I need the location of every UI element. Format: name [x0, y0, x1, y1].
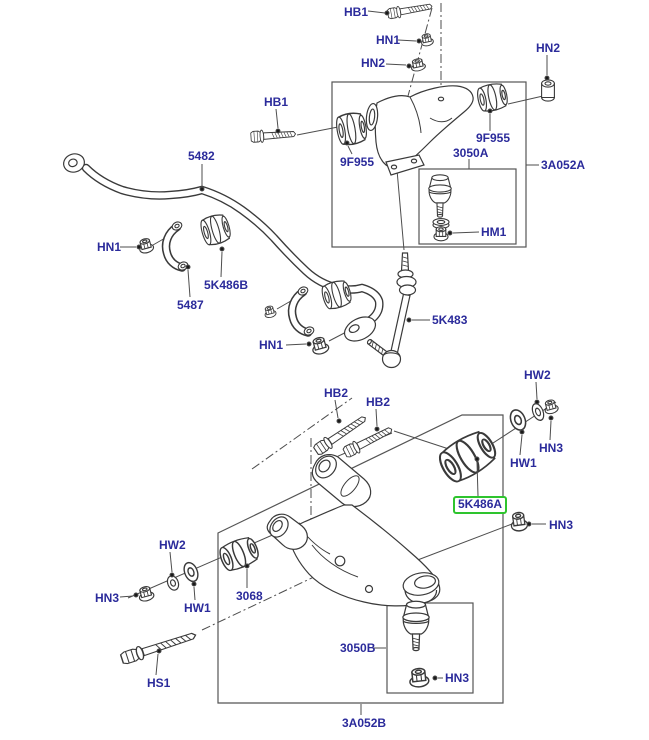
part-label-hn1-top[interactable]: HN1: [376, 33, 401, 47]
part-label-p5k483[interactable]: 5K483: [432, 313, 468, 327]
nut-hn1-top-drawing: [419, 32, 435, 48]
part-label-p9f955-left[interactable]: 9F955: [340, 155, 375, 169]
part-label-p5k486a[interactable]: 5K486A: [453, 496, 508, 514]
nut-hn1-mid-drawing: [309, 335, 331, 357]
part-label-p3a052b[interactable]: 3A052B: [342, 716, 387, 730]
part-label-hb1-left[interactable]: HB1: [264, 95, 289, 109]
part-label-hb2-a[interactable]: HB2: [324, 386, 349, 400]
box-3050b: [386, 602, 474, 694]
part-label-p3068[interactable]: 3068: [236, 589, 263, 603]
part-label-hw1-left[interactable]: HW1: [184, 601, 211, 615]
part-label-p5482[interactable]: 5482: [188, 149, 215, 163]
stabilizer-bar-drawing: [63, 153, 384, 326]
clamp-mid-drawing: [287, 286, 315, 337]
assembly-boxes: [217, 81, 527, 704]
bushing-5k486b-drawing: [197, 211, 234, 248]
part-label-hn2-top-left[interactable]: HN2: [361, 56, 386, 70]
part-label-p3a052a[interactable]: 3A052A: [541, 158, 586, 172]
washer-hw2-right-drawing: [529, 401, 547, 423]
bushing-9f955-right-drawing: [475, 80, 510, 114]
nut-hm1-drawing: [433, 226, 449, 242]
bushing-5k486a-drawing: [433, 425, 502, 488]
ball-joint-3050a-drawing: [428, 174, 452, 218]
clamp-5487-drawing: [161, 221, 189, 272]
part-label-hw2-right[interactable]: HW2: [524, 368, 551, 382]
bushing-9f955-left-drawing: [333, 110, 370, 148]
bolt-hb1-top-drawing: [386, 0, 434, 21]
nut-clamp-mid-drawing: [262, 304, 278, 320]
part-label-hn2-right[interactable]: HN2: [536, 41, 561, 55]
part-label-p9f955-right[interactable]: 9F955: [476, 131, 511, 145]
nut-hn2-left-drawing: [409, 56, 427, 73]
drop-link-drawing: [343, 252, 417, 369]
nut-hn3-right-top-drawing: [542, 398, 560, 416]
leader-lines: [119, 10, 554, 715]
part-label-p5487[interactable]: 5487: [177, 298, 204, 312]
part-label-hb1-top[interactable]: HB1: [344, 5, 369, 19]
part-label-hw2-left[interactable]: HW2: [159, 538, 186, 552]
part-label-hn1-mid[interactable]: HN1: [259, 338, 284, 352]
washer-hw1-right-drawing: [506, 406, 530, 434]
part-label-hn3-bottom[interactable]: HN3: [445, 671, 470, 685]
part-label-hm1[interactable]: HM1: [481, 225, 507, 239]
part-label-p5k486b[interactable]: 5K486B: [204, 278, 249, 292]
part-label-hn1-left[interactable]: HN1: [97, 240, 122, 254]
part-label-hb2-b[interactable]: HB2: [366, 395, 391, 409]
bolt-hb2-a-drawing: [311, 411, 370, 457]
box-3a052b: [217, 414, 504, 704]
nut-hn3-bottom-drawing: [407, 666, 431, 689]
bolt-hb1-left-drawing: [250, 127, 297, 144]
part-label-p3050b[interactable]: 3050B: [340, 641, 376, 655]
bolt-hs1-drawing: [119, 627, 199, 667]
bushing-3068-drawing: [216, 533, 263, 575]
nut-hn2-right-drawing: [541, 79, 555, 102]
upper-arm-drawing: [365, 85, 474, 176]
part-label-p3050a[interactable]: 3050A: [453, 146, 489, 160]
part-label-hn3-right-top[interactable]: HN3: [539, 441, 564, 455]
ball-joint-3050b-drawing: [402, 600, 430, 652]
part-label-hw1-right[interactable]: HW1: [510, 456, 537, 470]
lower-arm-drawing: [266, 454, 441, 607]
nut-hn3-right-mid-drawing: [508, 510, 529, 533]
washer-hw1-left-drawing: [180, 559, 202, 585]
box-3050a: [418, 168, 517, 245]
part-label-hn3-left[interactable]: HN3: [95, 591, 120, 605]
part-label-hn3-right-mid[interactable]: HN3: [549, 518, 574, 532]
part-label-hs1[interactable]: HS1: [147, 676, 171, 690]
